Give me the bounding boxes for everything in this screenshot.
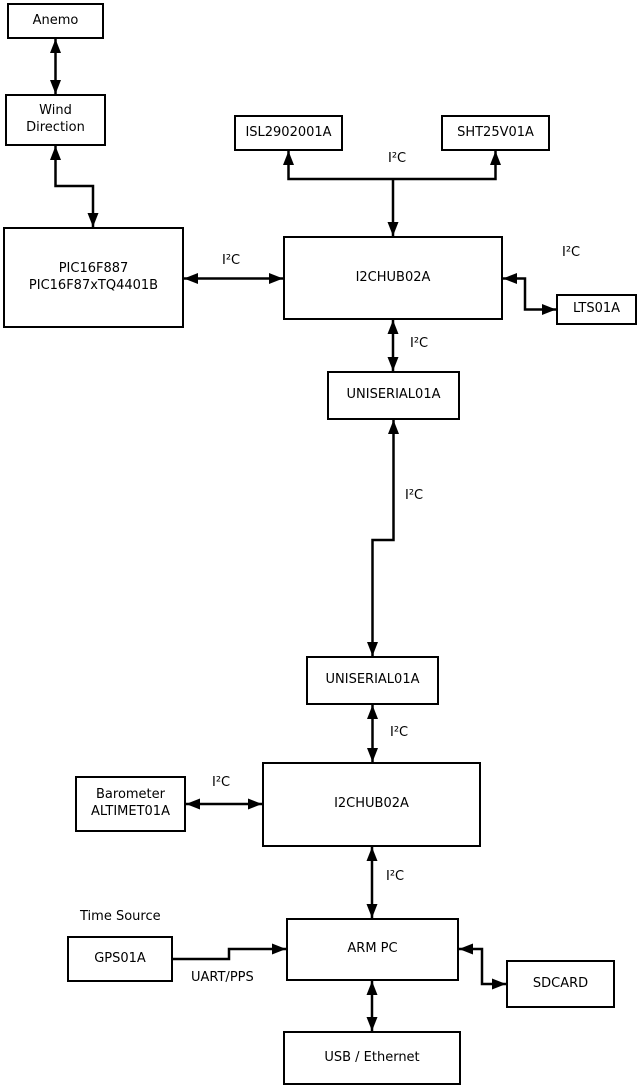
- node-barometer-altimet01a: Barometer ALTIMET01A: [75, 776, 186, 832]
- node-uniserial01a-bottom: UNISERIAL01A: [306, 656, 439, 705]
- node-gps01a-label: GPS01A: [94, 950, 146, 966]
- node-sht25v01a-label: SHT25V01A: [457, 124, 534, 140]
- edge-label-i2c-hub2-armpc: I²C: [386, 869, 405, 884]
- node-anemo: Anemo: [7, 3, 104, 39]
- edge-label-i2c-hub-lts: I²C: [562, 245, 581, 260]
- node-usb-ethernet-label: USB / Ethernet: [324, 1049, 420, 1065]
- node-barometer-altimet01a-label: Barometer ALTIMET01A: [91, 787, 170, 819]
- node-lts01a: LTS01A: [556, 294, 637, 325]
- edge-label-i2c-pic-hub: I²C: [222, 253, 241, 268]
- edge-hub1-lts: [503, 273, 556, 315]
- edge-label-i2c-hub-uniserial: I²C: [410, 336, 429, 351]
- edge-gps-armpc: [173, 943, 286, 961]
- node-arm-pc: ARM PC: [286, 918, 459, 981]
- node-uniserial01a-top: UNISERIAL01A: [327, 371, 460, 420]
- node-usb-ethernet: USB / Ethernet: [283, 1031, 461, 1085]
- node-wind-direction-label: Wind Direction: [26, 103, 85, 135]
- node-isl2902001a-label: ISL2902001A: [245, 124, 332, 140]
- node-pic16f887: PIC16F887 PIC16F87xTQ4401B: [3, 227, 184, 328]
- node-sdcard: SDCARD: [506, 960, 615, 1008]
- edge-label-i2c-uniserial-hub2: I²C: [390, 725, 409, 740]
- node-sdcard-label: SDCARD: [532, 975, 589, 991]
- node-pic16f887-label: PIC16F887 PIC16F87xTQ4401B: [28, 260, 159, 293]
- edge-uniserial1-uniserial2: [367, 420, 399, 656]
- edge-label-i2c-bus-top: I²C: [388, 151, 407, 166]
- edge-armpc-sdcard: [459, 943, 506, 990]
- edge-label-i2c-uniserial-link: I²C: [405, 488, 424, 503]
- node-i2chub02a-top: I2CHUB02A: [283, 236, 503, 320]
- node-gps01a: GPS01A: [67, 936, 173, 982]
- node-i2chub02a-bottom: I2CHUB02A: [262, 762, 481, 847]
- node-uniserial01a-bottom-label: UNISERIAL01A: [325, 672, 420, 688]
- node-i2chub02a-top-label: I2CHUB02A: [355, 269, 431, 285]
- node-i2chub02a-bottom-label: I2CHUB02A: [334, 796, 409, 812]
- node-sht25v01a: SHT25V01A: [441, 115, 550, 151]
- node-lts01a-label: LTS01A: [572, 301, 621, 317]
- node-arm-pc-label: ARM PC: [347, 941, 398, 957]
- edge-label-uart-pps: UART/PPS: [191, 970, 254, 985]
- edge-label-time-source: Time Source: [80, 909, 161, 924]
- node-wind-direction: Wind Direction: [5, 94, 106, 146]
- node-anemo-label: Anemo: [32, 12, 79, 28]
- node-isl2902001a: ISL2902001A: [234, 115, 343, 151]
- node-uniserial01a-top-label: UNISERIAL01A: [346, 387, 441, 403]
- edge-wind-pic: [50, 146, 99, 227]
- edge-label-i2c-barometer-hub2: I²C: [212, 775, 231, 790]
